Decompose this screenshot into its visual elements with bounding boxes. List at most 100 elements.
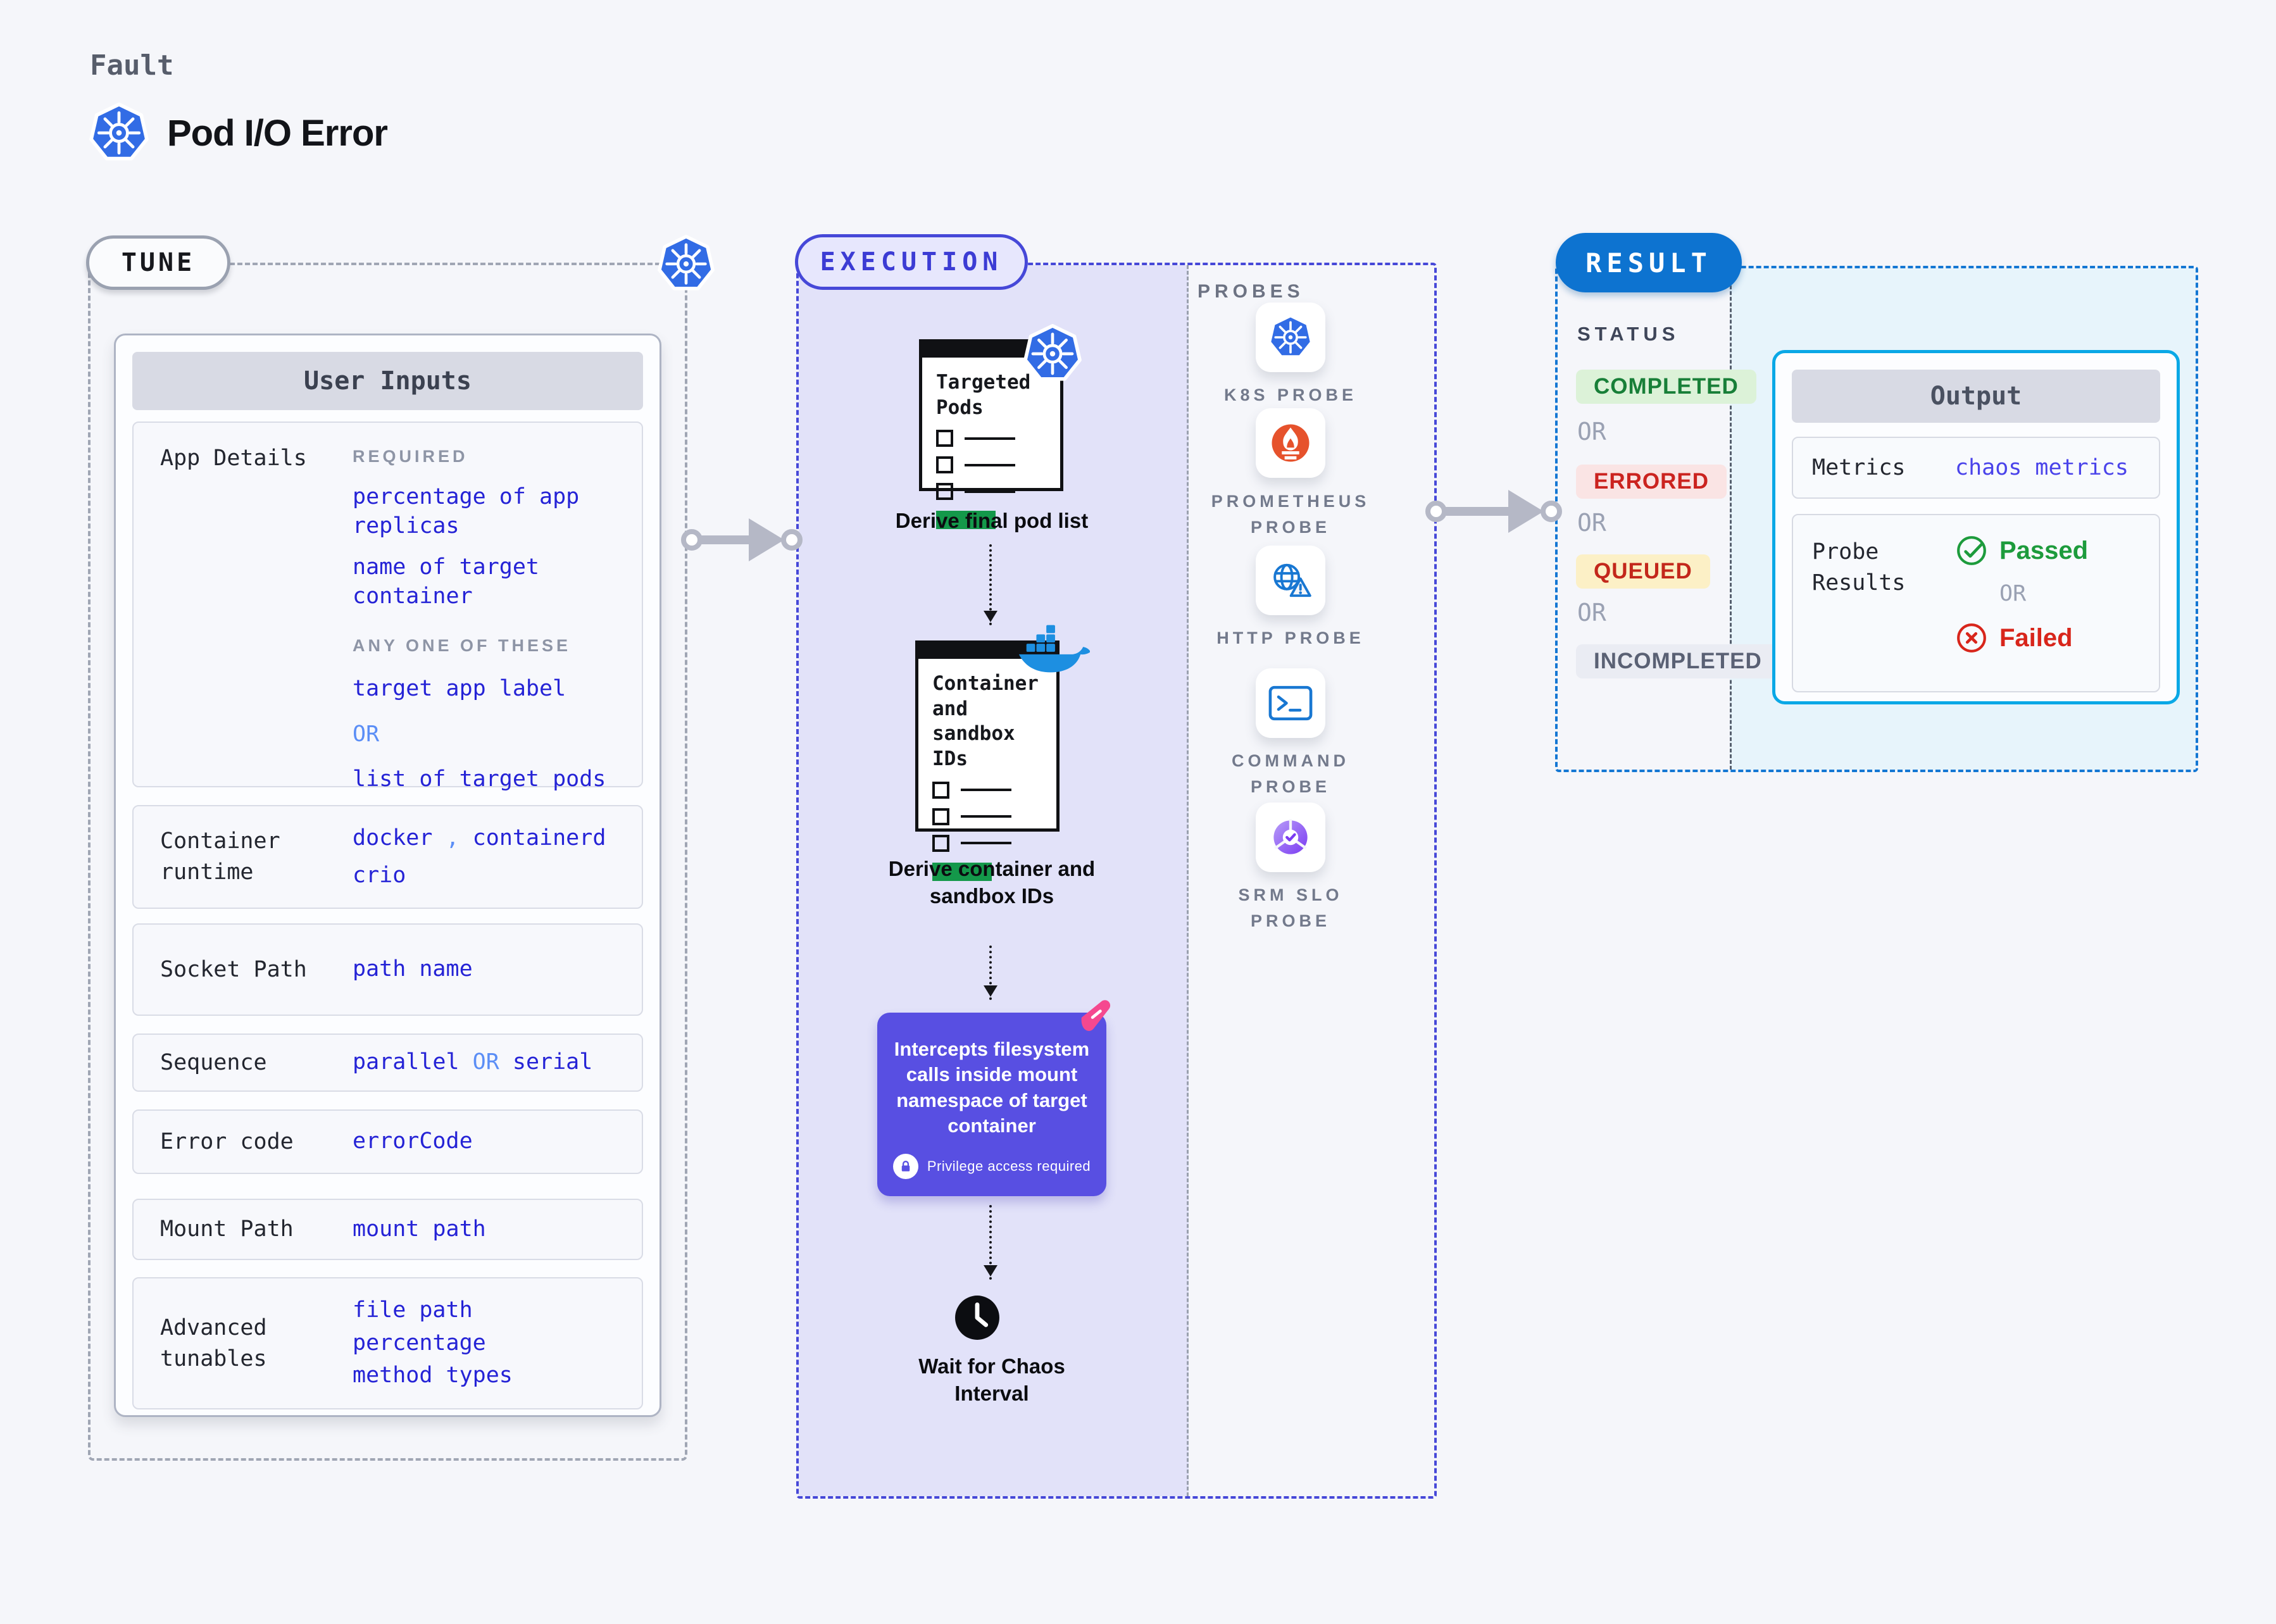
card-title: Container and sandbox IDs <box>932 672 1039 771</box>
connector-dot <box>1425 501 1447 522</box>
execution-to-result-arrow <box>1425 490 1562 533</box>
prometheus-icon <box>1268 420 1313 466</box>
flow-caption: Derive container and sandbox IDs <box>888 857 1096 908</box>
tune-section-border <box>88 263 687 1461</box>
row-label: App Details <box>160 446 307 471</box>
failed-verdict: Failed <box>1955 621 2088 654</box>
tune-to-execution-arrow <box>681 518 803 561</box>
k8s-icon <box>1268 315 1313 360</box>
fault-kicker: Fault <box>90 49 174 82</box>
row-value: parallel OR serial <box>353 1049 593 1075</box>
docker-icon <box>1015 620 1090 678</box>
slo-pie-check-icon <box>1268 815 1313 860</box>
status-badge-queued: QUEUED <box>1576 554 1710 589</box>
probe-label: SRM SLO PROBE <box>1238 885 1343 930</box>
or-label: OR <box>1577 418 1606 446</box>
http-globe-warning-icon <box>1268 558 1313 603</box>
row-value: docker , containerd <box>353 825 606 851</box>
kubernetes-icon <box>1023 324 1082 384</box>
intercept-text: Intercepts filesystem calls inside mount… <box>894 1038 1090 1137</box>
row-value: name of target container <box>353 554 540 609</box>
connector-dot <box>781 529 803 551</box>
probe-card-http <box>1256 546 1325 615</box>
row-label: Container runtime <box>160 828 280 885</box>
user-inputs-header: User Inputs <box>132 352 643 410</box>
kubernetes-icon <box>89 103 149 163</box>
progress-bar <box>932 862 992 881</box>
row-value: path name <box>353 956 473 982</box>
user-inputs-card: User Inputs App Details REQUIRED percent… <box>114 334 661 1417</box>
passed-verdict: Passed <box>1955 534 2088 567</box>
or-label: OR <box>353 721 380 747</box>
connector-dot <box>1541 501 1562 522</box>
container-sandbox-card: Container and sandbox IDs <box>915 640 1060 881</box>
checkbox-row <box>932 781 1056 799</box>
any-one-caption: ANY ONE OF THESE <box>353 636 572 655</box>
probe-label: HTTP PROBE <box>1216 628 1365 647</box>
passed-label: Passed <box>1999 536 2089 565</box>
row-app-details: App Details REQUIRED percentage of app r… <box>132 422 643 792</box>
checkbox-row <box>932 808 1056 825</box>
intercept-box: Intercepts filesystem calls inside mount… <box>877 1013 1106 1196</box>
privilege-note-text: Privilege access required <box>927 1158 1091 1175</box>
output-card: Output Metrics chaos metrics Probe Resul… <box>1772 350 2180 704</box>
row-sequence: Sequence parallel OR serial <box>132 1034 643 1092</box>
metrics-value: chaos metrics <box>1955 455 2129 480</box>
row-label: Error code <box>160 1128 294 1154</box>
checkbox-row <box>936 430 1060 447</box>
arrowhead <box>1508 490 1544 533</box>
tune-section-pill: TUNE <box>86 235 230 290</box>
card-title: Targeted Pods <box>936 371 1031 419</box>
kubernetes-icon <box>657 235 715 293</box>
row-value: percentage <box>353 1330 486 1356</box>
flow-arrow-down <box>984 1205 997 1280</box>
row-value: file path <box>353 1297 473 1323</box>
row-value: mount path <box>353 1216 486 1242</box>
status-column-title: STATUS <box>1577 323 1680 345</box>
checkbox-icon <box>936 483 953 501</box>
row-label: Mount Path <box>160 1216 294 1242</box>
row-value: errorCode <box>353 1128 473 1154</box>
progress-bar <box>936 511 996 530</box>
row-value: list of target pods <box>353 766 606 792</box>
checkbox-icon <box>932 781 949 799</box>
row-mount-path: Mount Path mount path <box>132 1199 643 1260</box>
clock-icon <box>953 1294 1001 1342</box>
execution-section-pill: EXECUTION <box>795 234 1028 290</box>
arrowhead <box>749 518 784 561</box>
metrics-label: Metrics <box>1812 455 1906 480</box>
probe-results-label: Probe Results <box>1812 539 1906 596</box>
row-label: Socket Path <box>160 956 307 982</box>
or-label: OR <box>1577 509 1606 537</box>
privilege-note: Privilege access required <box>877 1154 1106 1180</box>
flow-arrow-down <box>984 946 997 1000</box>
status-badge-completed: COMPLETED <box>1576 370 1756 404</box>
checkbox-row <box>936 483 1060 501</box>
or-label: OR <box>1577 599 1606 627</box>
checkbox-row <box>936 456 1060 474</box>
row-label: Advanced tunables <box>160 1315 267 1371</box>
required-caption: REQUIRED <box>353 447 468 466</box>
failed-label: Failed <box>1999 623 2073 652</box>
probe-label: COMMAND PROBE <box>1232 751 1349 796</box>
probes-column-title: PROBES <box>1197 281 1304 302</box>
lock-icon <box>897 1158 914 1175</box>
probe-card-command <box>1256 668 1325 738</box>
terminal-icon <box>1268 680 1313 726</box>
row-value: crio <box>353 863 406 888</box>
row-error-code: Error code errorCode <box>132 1109 643 1174</box>
probe-label: PROMETHEUS PROBE <box>1211 492 1370 537</box>
checkbox-icon <box>932 808 949 825</box>
page-title: Pod I/O Error <box>167 112 388 154</box>
checkbox-icon <box>936 430 953 447</box>
page-title-row: Pod I/O Error <box>89 103 388 163</box>
checkbox-row <box>932 834 1056 852</box>
row-container-runtime: Container runtime docker , containerd cr… <box>132 805 643 909</box>
checkbox-icon <box>936 456 953 474</box>
connector-dot <box>681 529 703 551</box>
metrics-row: Metrics chaos metrics <box>1792 437 2160 499</box>
row-value: percentage of app replicas <box>353 484 580 539</box>
probe-label: K8S PROBE <box>1223 385 1358 404</box>
chaos-logo-icon <box>1074 993 1120 1039</box>
